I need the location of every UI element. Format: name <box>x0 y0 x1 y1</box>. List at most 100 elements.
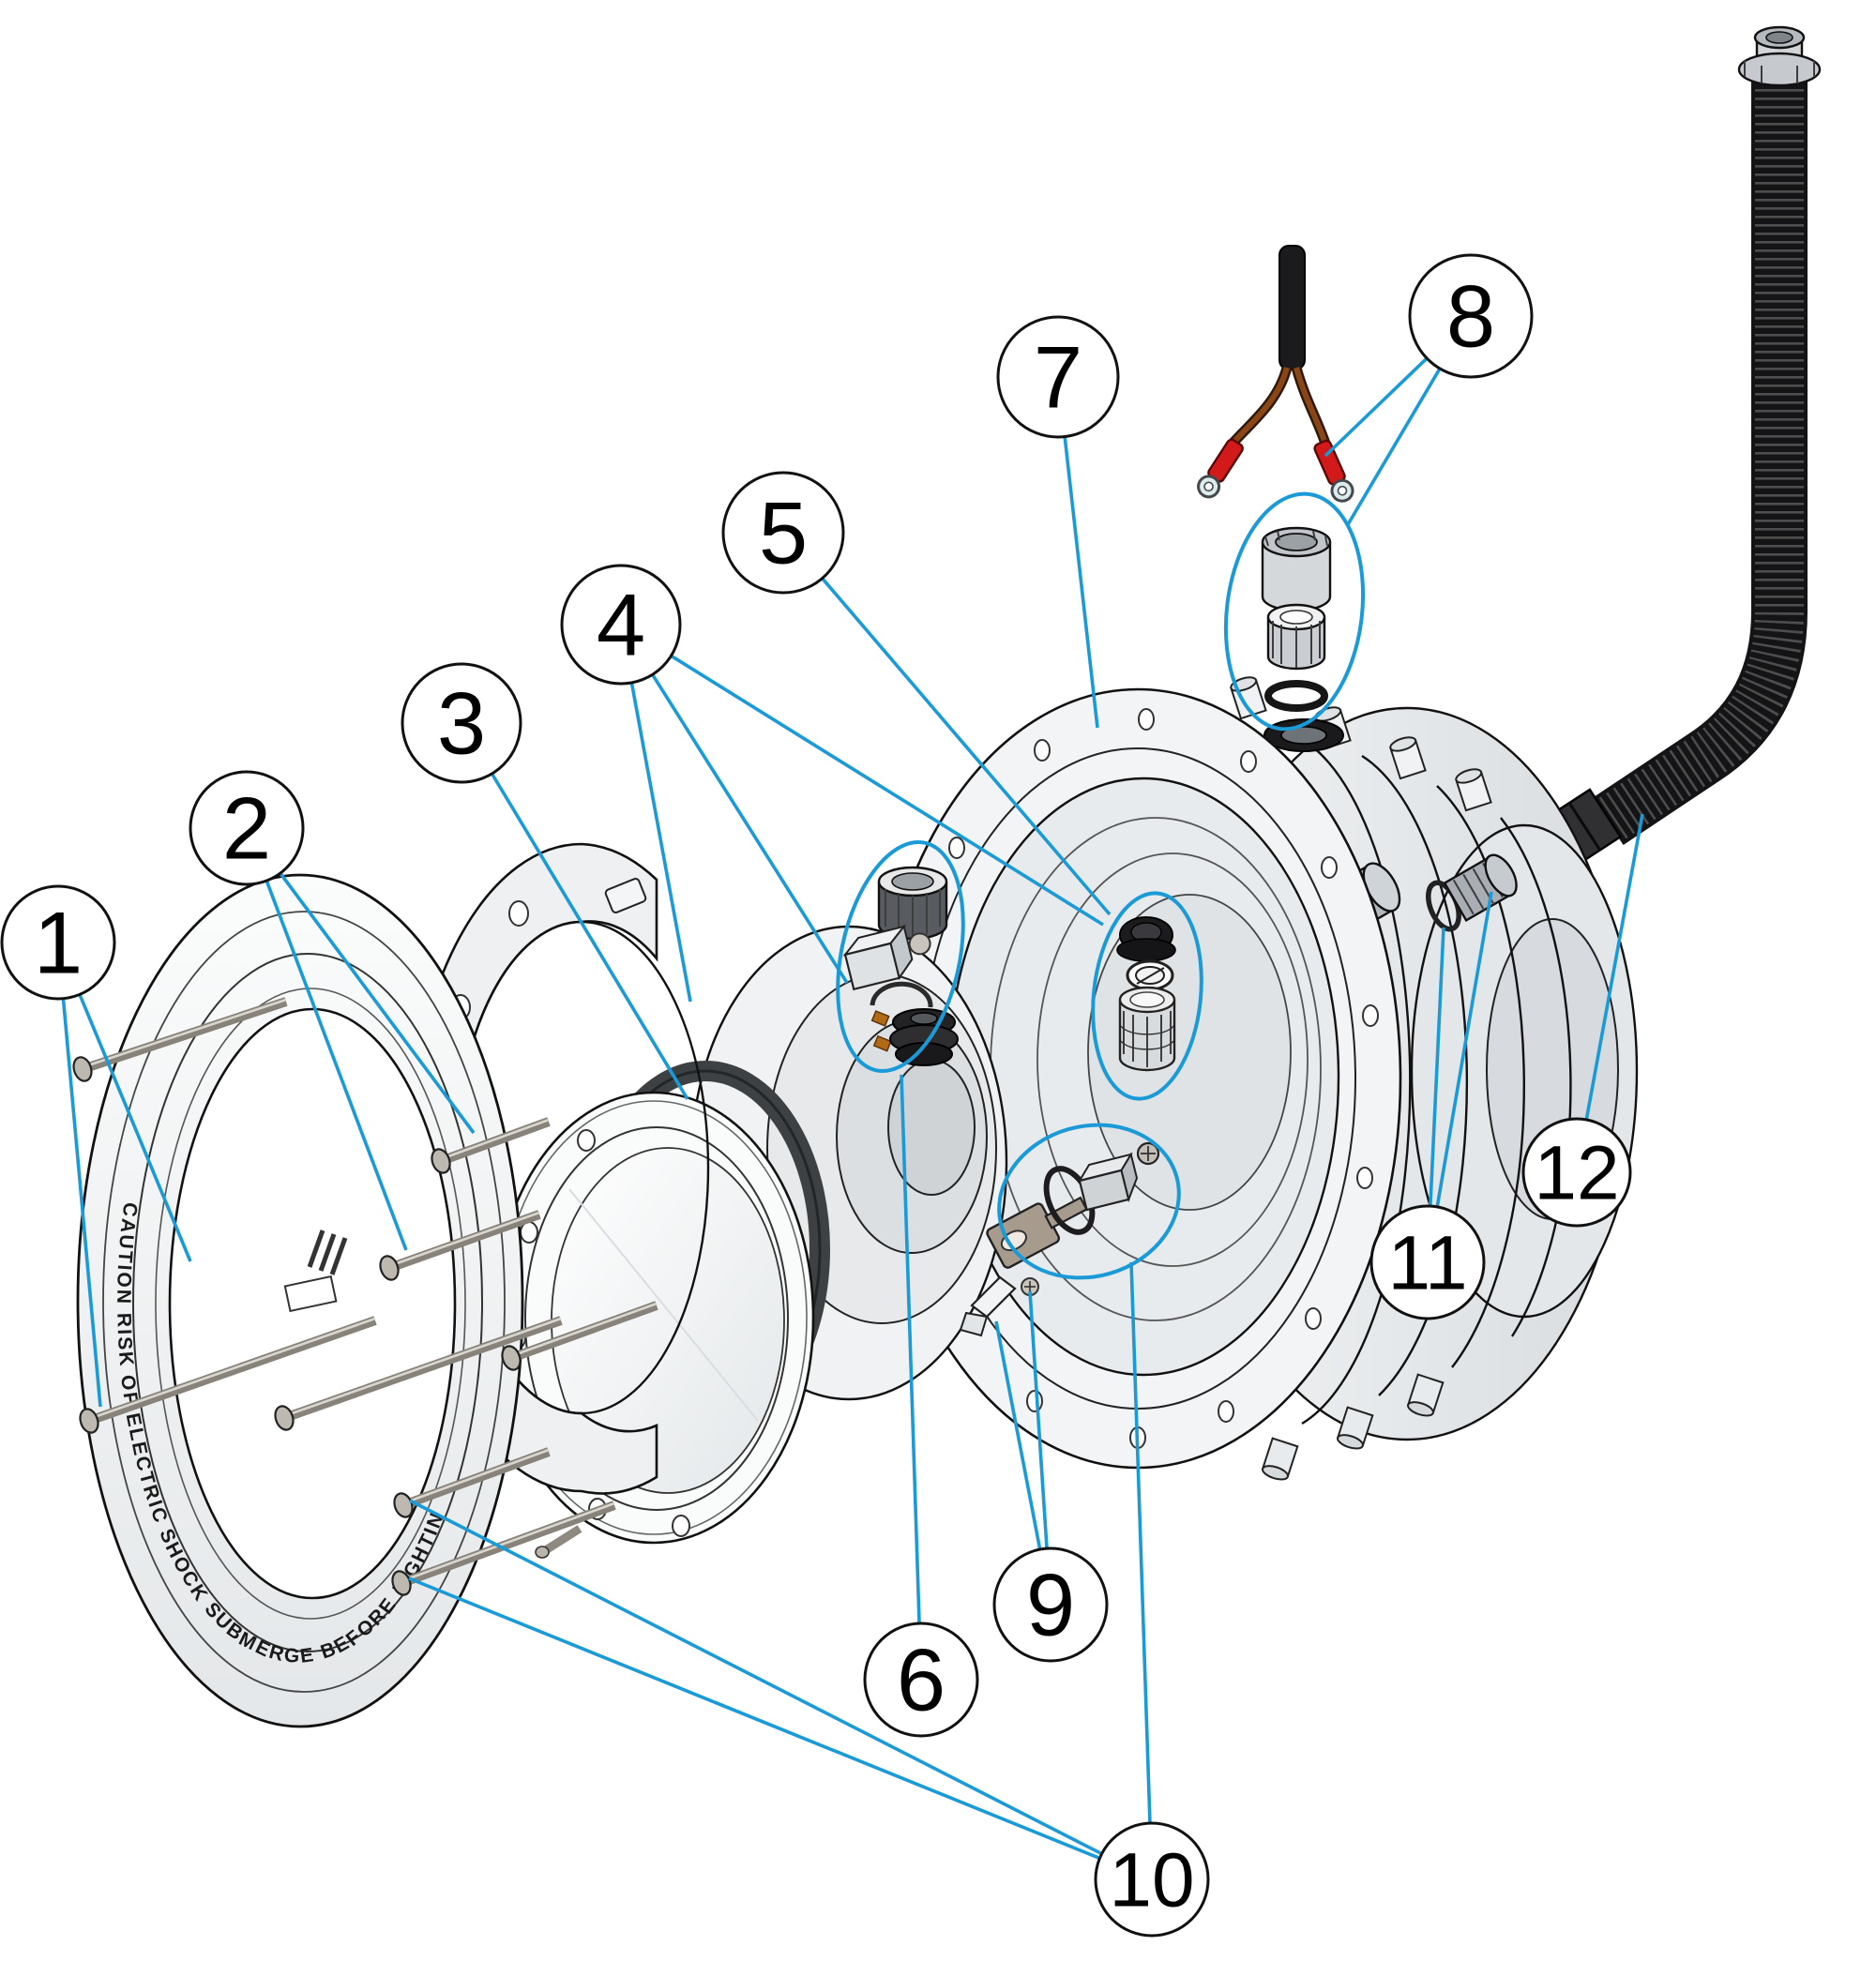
balloon-number-8: 8 <box>1446 266 1495 365</box>
wire-connector-right <box>1313 439 1354 503</box>
leader-line-8 <box>1324 356 1429 458</box>
leader-line-10 <box>408 1576 1101 1861</box>
lens-stud <box>535 1525 582 1559</box>
grommet-stack <box>1116 916 1176 1072</box>
balloon-2 <box>189 770 305 886</box>
housing-rib <box>1436 785 1525 1368</box>
housing-studs-top <box>1230 676 1492 812</box>
leader-line-2 <box>265 880 408 1251</box>
interior-cone-line <box>1036 852 1309 1267</box>
lamp-gland-bracket <box>842 924 931 991</box>
balloon-number-1: 1 <box>34 893 83 991</box>
leader-line-1 <box>61 998 102 1408</box>
fixing-screw-5 <box>501 1301 658 1371</box>
leader-line-4 <box>651 673 849 984</box>
balloon-4 <box>560 564 682 686</box>
conduit-adapter <box>1443 853 1518 923</box>
lamp-gland-grommet <box>889 1008 959 1066</box>
key-bracket <box>986 1196 1088 1269</box>
vent-slots <box>307 1229 348 1275</box>
bezel-label-tab <box>283 1275 338 1313</box>
balloon-number-5: 5 <box>759 483 808 581</box>
terminal-block <box>1077 1152 1139 1212</box>
lens-reflection <box>568 1188 759 1422</box>
cable-gland-stack <box>1261 526 1332 712</box>
balloon-11 <box>1369 1204 1486 1320</box>
fixing-screw-6 <box>379 1210 541 1281</box>
balloon-7 <box>996 315 1120 439</box>
balloon-number-12: 12 <box>1534 1130 1619 1215</box>
housing-rib <box>1282 730 1412 1425</box>
screw-head <box>72 1056 93 1082</box>
fixing-screw-3 <box>274 1316 563 1431</box>
leader-line-12 <box>1584 813 1644 1121</box>
balloon-12 <box>1521 1117 1632 1228</box>
wire-right <box>1294 367 1329 447</box>
wire-left <box>1229 367 1290 446</box>
leader-line-10 <box>1129 1261 1152 1824</box>
balloon-number-2: 2 <box>222 778 271 877</box>
lamp-contacts <box>870 1010 892 1052</box>
leader-line-7 <box>1063 436 1099 729</box>
housing-rib <box>1500 817 1572 1337</box>
wire-connector-left <box>1197 438 1244 499</box>
leader-line-4 <box>670 654 1104 927</box>
lamp-gland-ring <box>870 981 933 1008</box>
group-ellipse-grommet-set <box>1091 891 1203 1101</box>
group-ellipse-bracket-set <box>997 1123 1181 1280</box>
screw-head <box>274 1405 295 1431</box>
leader-line-6 <box>900 1074 921 1624</box>
balloon-5 <box>721 471 845 595</box>
balloon-number-10: 10 <box>1109 1837 1194 1923</box>
leader-line-9 <box>994 1320 1042 1550</box>
housing-studs-bottom <box>1261 1373 1445 1481</box>
balloon-number-4: 4 <box>597 575 645 673</box>
gland-compression-nut <box>1266 603 1326 671</box>
leader-line-1 <box>78 993 192 1262</box>
balloon-6 <box>863 1622 979 1738</box>
housing-rib <box>1361 754 1469 1396</box>
balloon-number-7: 7 <box>1034 327 1082 426</box>
lamp-gland-group <box>842 866 959 1066</box>
leader-line-4 <box>629 682 692 1003</box>
leader-line-11 <box>1429 927 1445 1207</box>
conduit-top-fitting <box>1737 25 1822 87</box>
fixing-screw-7 <box>431 1117 551 1174</box>
leader-line-5 <box>821 577 1112 916</box>
balloon-number-3: 3 <box>437 673 486 772</box>
balloon-number-11: 11 <box>1387 1220 1467 1305</box>
lamp-gland-nut <box>877 866 948 941</box>
lamp-latch <box>959 1275 1017 1337</box>
balloon-10 <box>1094 1821 1210 1938</box>
leader-line-10 <box>409 1499 1103 1856</box>
group-ellipse-lamp-gland-set <box>836 840 965 1073</box>
clamp-tab <box>604 878 647 913</box>
fixing-screw-2 <box>79 1316 377 1434</box>
conduit-tube <box>1592 81 1808 845</box>
balloon-1 <box>0 884 116 1001</box>
threaded-plug <box>1118 986 1176 1072</box>
leader-line-3 <box>490 773 689 1100</box>
fixing-screw-4 <box>391 1501 616 1596</box>
leader-lines <box>61 356 1644 1861</box>
leader-line-2 <box>279 872 476 1135</box>
power-cable <box>1197 245 1354 503</box>
leader-line-11 <box>1435 891 1493 1208</box>
leader-line-8 <box>1345 368 1442 527</box>
screw-head <box>501 1345 522 1371</box>
screw-head <box>79 1408 99 1434</box>
balloon-9 <box>992 1546 1109 1663</box>
screw-head <box>431 1148 451 1174</box>
gland-cap <box>1261 526 1332 612</box>
leader-line-9 <box>1028 1290 1049 1549</box>
gland-o-ring <box>1264 680 1328 712</box>
bracket-screw <box>1136 1141 1160 1166</box>
washer <box>1126 959 1174 991</box>
bracket-set <box>986 1141 1160 1269</box>
fixing-screw-1 <box>72 997 288 1082</box>
balloon-number-6: 6 <box>897 1630 946 1728</box>
balloon-number-9: 9 <box>1026 1555 1075 1653</box>
balloon-3 <box>401 662 522 784</box>
